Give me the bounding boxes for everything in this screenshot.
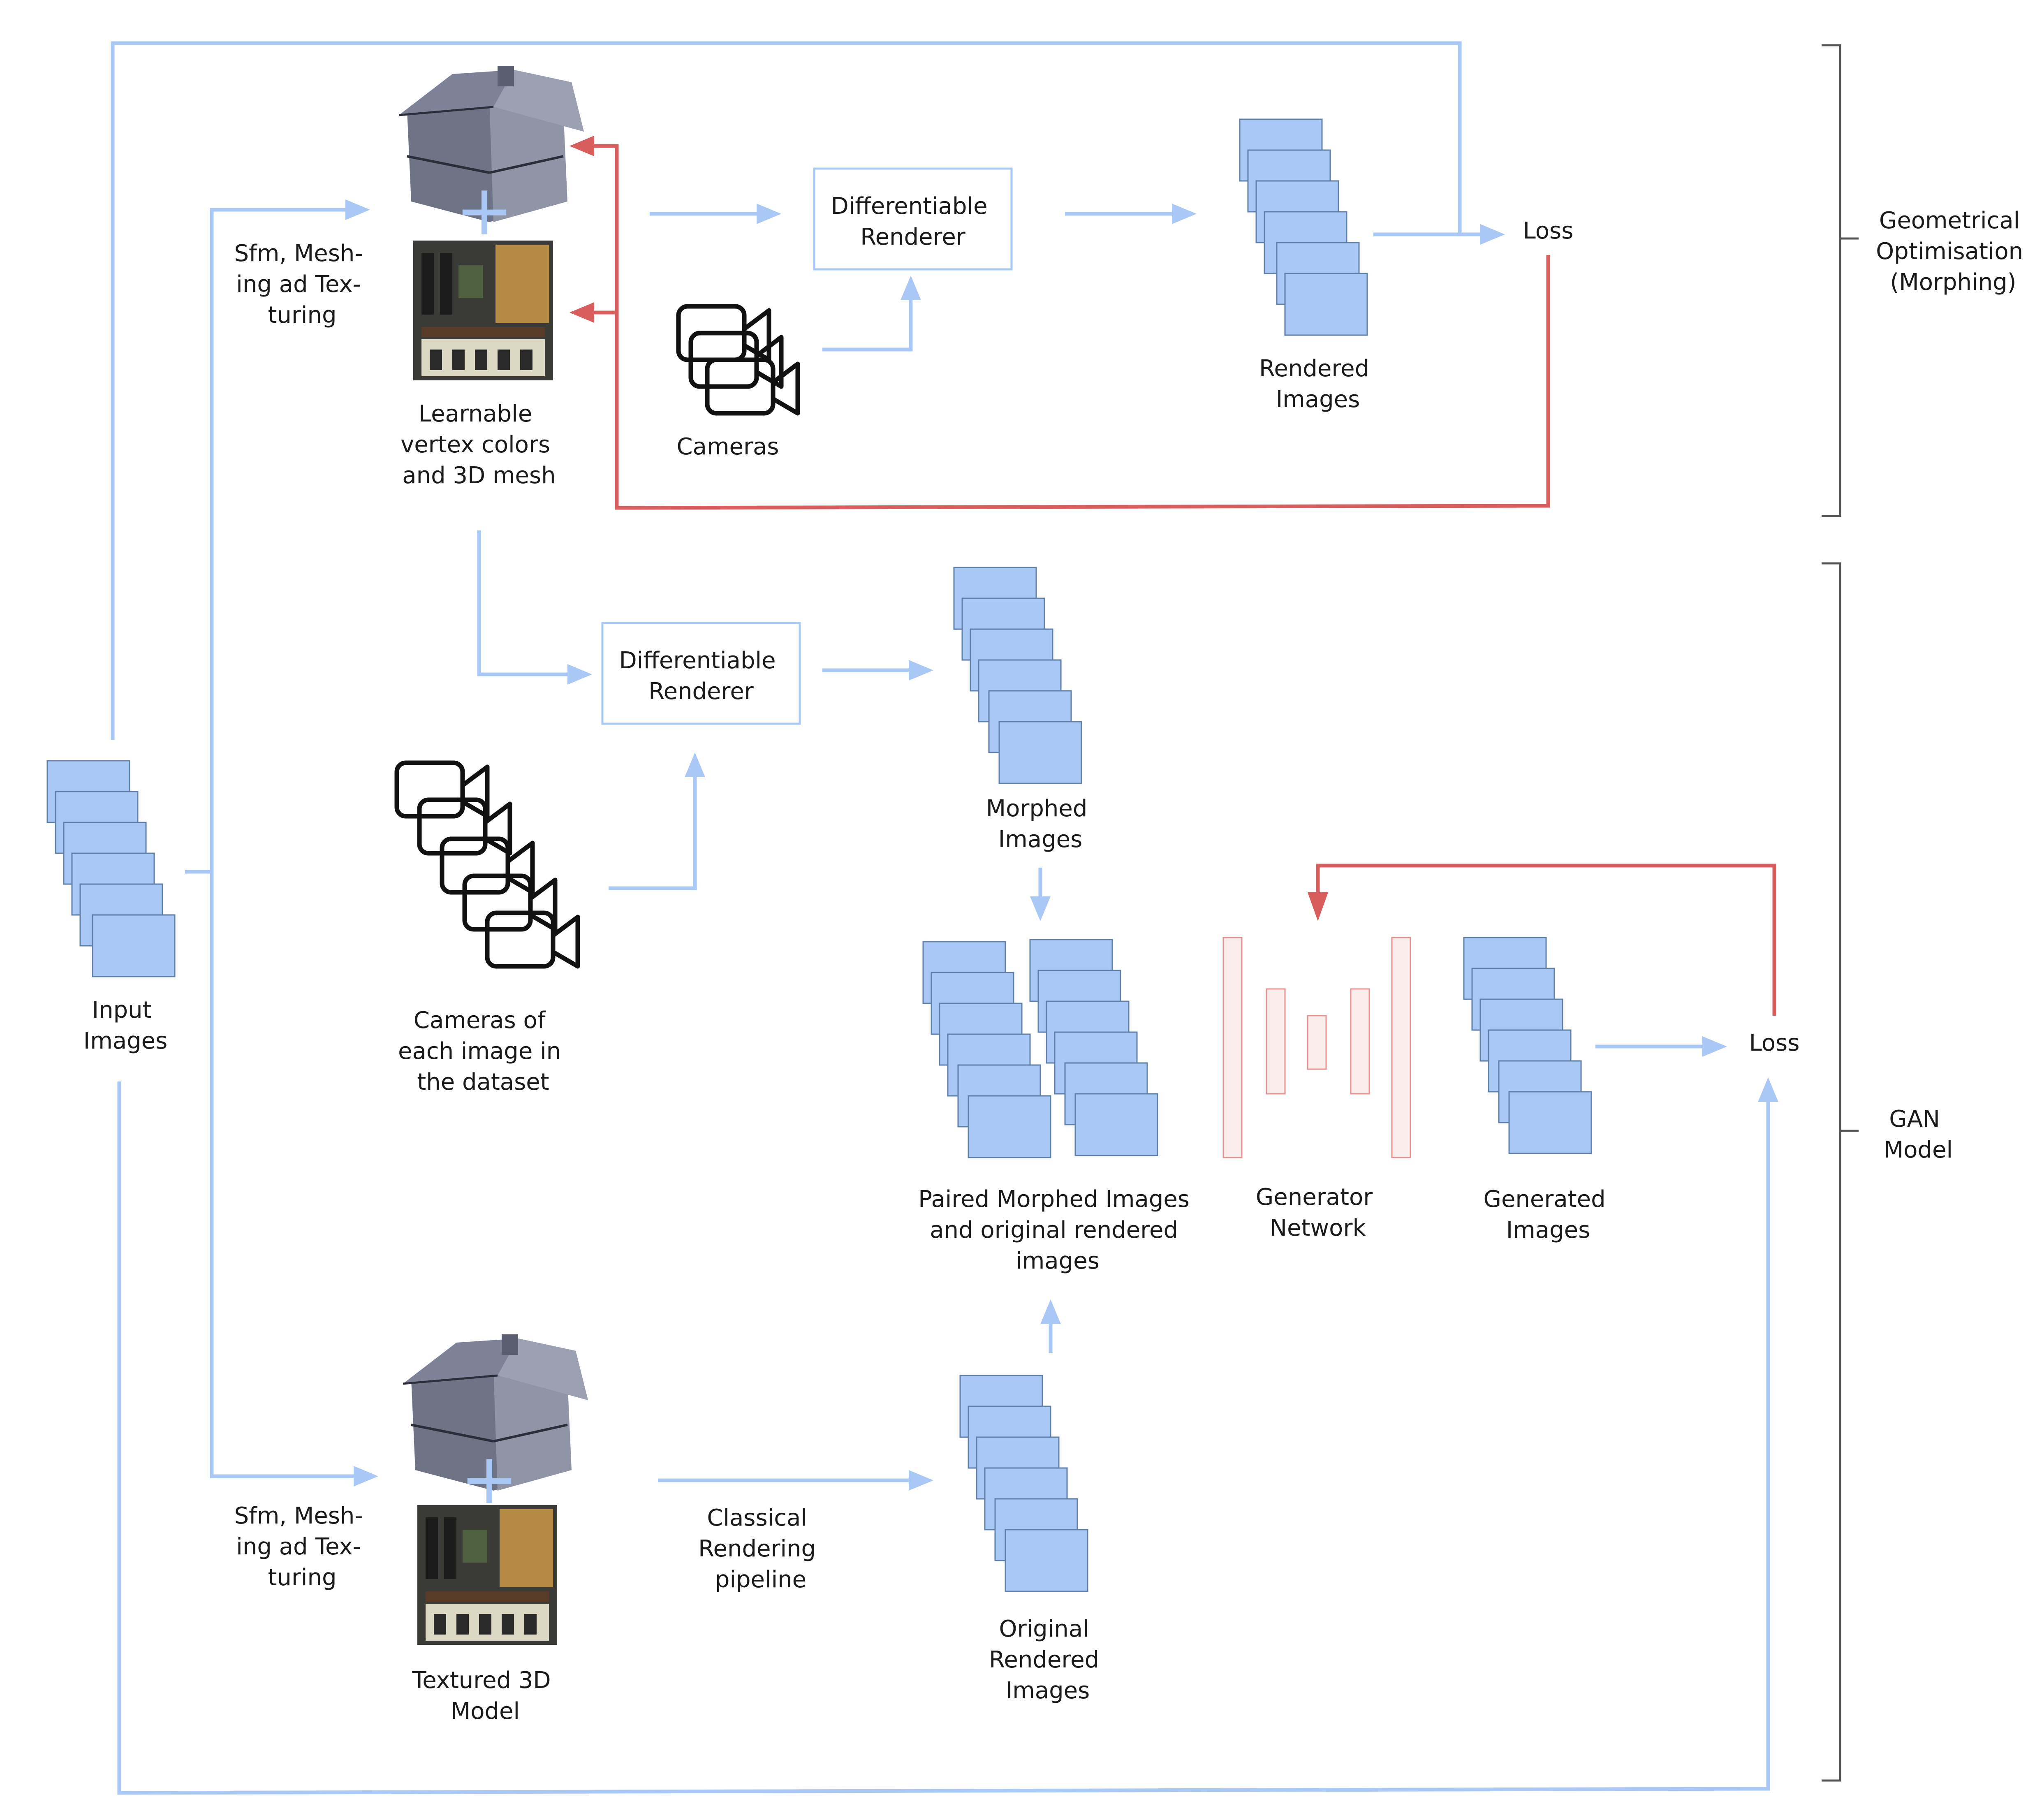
rendered-images-stack — [1239, 118, 1368, 336]
original-rendered-label: Original Rendered Images — [989, 1616, 1107, 1704]
plus-sign-top: + — [455, 170, 514, 251]
texture-atlas-icon — [417, 1505, 557, 1645]
input-images-label: Input Images — [83, 997, 168, 1054]
texture-atlas-icon — [413, 241, 553, 380]
diff-renderer-mid-label: Differentiable Renderer — [619, 647, 783, 705]
sfm-label-top: Sfm, Mesh- ing ad Tex- turing — [234, 240, 370, 329]
rendered-images-label: Rendered Images — [1259, 355, 1377, 413]
classical-pipeline-label: Classical Rendering pipeline — [698, 1505, 823, 1593]
learnable-label: Learnable vertex colors and 3D mesh — [401, 401, 558, 489]
video-camera-icon — [397, 763, 487, 816]
generator-network-icon — [1222, 937, 1411, 1158]
loss-top-label: Loss — [1523, 218, 1574, 244]
diff-renderer-top-label: Differentiable Renderer — [831, 193, 995, 250]
generator-network-label: Generator Network — [1256, 1184, 1380, 1241]
cameras-icon-group — [678, 306, 798, 413]
paired-morphed-stack — [922, 941, 1051, 1158]
input-images-stack — [46, 760, 176, 977]
plus-sign-bottom: + — [460, 1438, 519, 1520]
sfm-label-bottom: Sfm, Mesh- ing ad Tex- turing — [234, 1503, 370, 1591]
paired-images-label: Paired Morphed Images and original rende… — [918, 1186, 1197, 1274]
paired-original-stack — [1029, 939, 1158, 1156]
morphed-images-label: Morphed Images — [986, 795, 1095, 853]
original-rendered-stack — [959, 1375, 1088, 1592]
video-camera-icon — [442, 839, 532, 892]
dataset-cameras-icon-group — [397, 763, 578, 966]
differentiable-renderer-top — [813, 167, 1013, 271]
textured-model-label: Textured 3D Model — [412, 1667, 558, 1725]
loss-bottom-label: Loss — [1749, 1030, 1800, 1056]
cameras-label: Cameras — [677, 433, 779, 460]
generated-images-stack — [1463, 937, 1592, 1154]
morphed-images-stack — [953, 567, 1082, 784]
gan-model-label: GAN Model — [1884, 1106, 1953, 1163]
differentiable-renderer-mid — [601, 622, 801, 725]
geometrical-optimisation-label: Geometrical Optimisation (Morphing) — [1876, 207, 2030, 296]
cameras-dataset-label: Cameras of each image in the dataset — [398, 1007, 568, 1095]
generated-images-label: Generated Images — [1484, 1186, 1613, 1243]
